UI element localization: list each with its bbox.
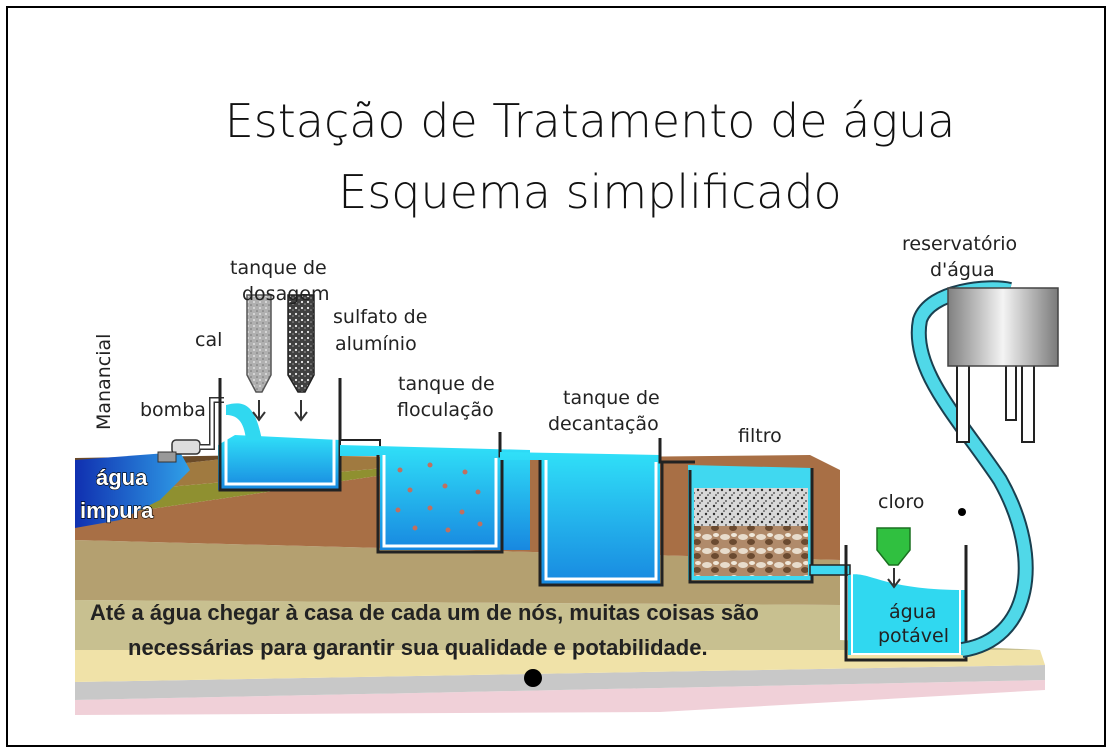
- label-agua-impura-1: água: [96, 465, 148, 490]
- label-reservatorio-2: d'água: [930, 259, 995, 281]
- water-reservoir: [947, 287, 1059, 443]
- label-decantacao-2: decantação: [548, 413, 659, 435]
- label-tanque-dosagem-2: dosagem: [242, 283, 330, 305]
- label-floculacao-2: floculação: [397, 399, 494, 421]
- label-cloro: cloro: [878, 491, 924, 513]
- label-sulfato-1: sulfato de: [333, 306, 427, 328]
- marker-dot: [524, 669, 542, 687]
- flocculation-tank: [340, 432, 540, 554]
- dosage-tank: [218, 378, 342, 492]
- dosage-cylinders: [246, 294, 315, 422]
- label-reservatorio-1: reservatório: [902, 233, 1017, 255]
- label-agua-potavel-1: água: [889, 601, 936, 623]
- diagram-subtitle: Esquema simplificado: [338, 165, 842, 219]
- caption-line-2: necessárias para garantir sua qualidade …: [128, 635, 708, 660]
- label-bomba: bomba: [140, 399, 206, 421]
- label-agua-potavel-2: potável: [878, 625, 949, 647]
- decantation-tank: [500, 438, 695, 587]
- diagram-title: Estação de Tratamento de água: [224, 94, 956, 148]
- potable-tank: [844, 527, 968, 662]
- caption-line-1: Até a água chegar à casa de cada um de n…: [90, 600, 759, 625]
- label-tanque-dosagem-1: tanque de: [230, 257, 327, 279]
- label-sulfato-2: alumínio: [335, 333, 417, 355]
- label-cal: cal: [195, 329, 222, 351]
- filter: [688, 465, 851, 584]
- label-decantacao-1: tanque de: [563, 387, 660, 409]
- source-water: [75, 452, 190, 528]
- label-agua-impura-2: impura: [80, 498, 154, 523]
- label-filtro: filtro: [738, 425, 782, 447]
- label-floculacao-1: tanque de: [398, 373, 495, 395]
- pump: [157, 397, 224, 463]
- label-manancial: Manancial: [93, 334, 115, 430]
